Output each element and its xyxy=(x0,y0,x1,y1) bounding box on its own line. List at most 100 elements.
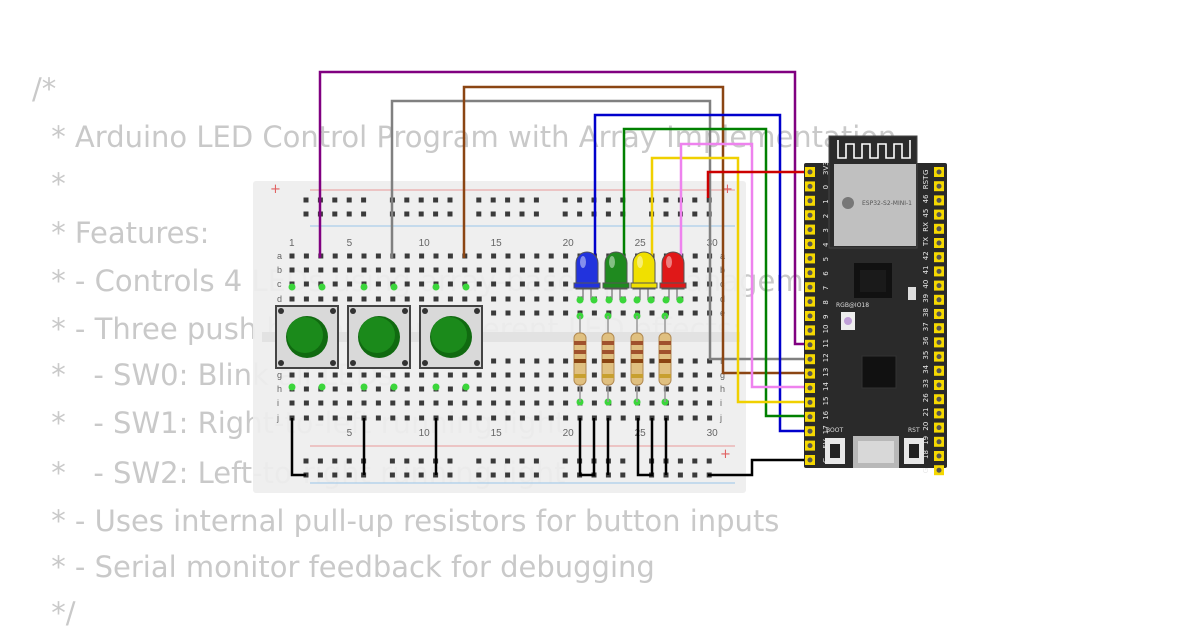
wire-gray xyxy=(390,99,808,361)
right-pin-label: RX xyxy=(922,222,930,232)
wire-violet xyxy=(679,142,808,389)
right-pin-label: 42 xyxy=(922,251,930,260)
left-pin-label: 1 xyxy=(822,199,830,203)
column-number-top: 25 xyxy=(635,238,647,249)
row-letter-right: h xyxy=(720,384,725,394)
right-pin-label: 36 xyxy=(922,336,930,345)
push-button-sw2[interactable] xyxy=(419,283,483,391)
module-label: ESP32-S2-MINI-1 xyxy=(862,200,912,207)
wire-red xyxy=(706,170,808,198)
right-pin-label: 46 xyxy=(922,194,930,203)
right-pin-label: G xyxy=(922,170,930,175)
column-number-bottom: 20 xyxy=(563,428,575,439)
led-red xyxy=(659,251,687,304)
left-pin-label: 3V3 xyxy=(822,161,830,175)
row-letter-right: j xyxy=(719,413,722,423)
left-pin-label: 10 xyxy=(822,324,830,333)
left-pin-label: 3 xyxy=(822,228,830,232)
right-pin-label: G xyxy=(922,468,930,473)
column-number-top: 1 xyxy=(289,238,295,249)
left-pin-label: 8 xyxy=(822,300,830,304)
row-letter-right: i xyxy=(720,398,722,408)
column-number-bottom: 5 xyxy=(347,428,353,439)
left-pin-label: 2 xyxy=(822,214,830,218)
code-comment-line: /* xyxy=(32,72,57,106)
right-pin-label: 40 xyxy=(922,280,930,289)
wire-blue xyxy=(593,113,808,433)
right-pin-label: 37 xyxy=(922,322,930,331)
right-pin-label: 45 xyxy=(922,209,930,218)
wire-purple xyxy=(318,70,808,346)
code-comment-line: * - Serial monitor feedback for debuggin… xyxy=(42,550,655,584)
wires xyxy=(290,70,808,477)
plus-sign-top-right: + xyxy=(722,182,733,197)
mcu-chip xyxy=(861,355,897,389)
right-pin-label: TX xyxy=(922,237,930,247)
left-pin-label: 5V xyxy=(822,439,830,448)
leds xyxy=(573,251,687,304)
column-number-bottom: 30 xyxy=(707,428,719,439)
row-letter-left: d xyxy=(277,294,282,304)
rst-label: RST xyxy=(908,427,920,434)
plus-sign-bottom-right: + xyxy=(720,447,731,462)
led-yellow xyxy=(630,251,658,304)
right-pin-label: 39 xyxy=(922,294,930,303)
row-letter-right: g xyxy=(720,370,725,380)
row-letter-left: i xyxy=(277,398,279,408)
left-pin-label: 17 xyxy=(822,425,830,434)
push-button-sw0[interactable] xyxy=(275,283,339,391)
column-number-top: 5 xyxy=(347,238,353,249)
row-letter-right: f xyxy=(720,356,723,366)
right-pin-label: 33 xyxy=(922,379,930,388)
left-pin-label: 9 xyxy=(822,315,830,319)
right-pin-label: 18 xyxy=(922,450,930,459)
left-pin-label: 16 xyxy=(822,410,830,419)
column-number-top: 30 xyxy=(707,238,719,249)
esp32-board: ESP32-S2-MINI-1 RGB@IO18 BOOT RST 3V3012… xyxy=(804,135,947,476)
right-pin-label: 41 xyxy=(922,265,930,274)
code-comment-line: * xyxy=(42,167,66,201)
left-pin-label: 0 xyxy=(822,185,830,189)
right-pin-label: 38 xyxy=(922,308,930,317)
board-pins: 3V3012345678910111213141516175VGGRST4645… xyxy=(805,161,944,476)
row-letter-left: h xyxy=(277,384,282,394)
right-pin-label: 19 xyxy=(922,436,930,445)
column-number-bottom: 25 xyxy=(635,428,647,439)
row-letter-left: c xyxy=(277,279,282,289)
left-pin-label: 4 xyxy=(822,242,830,247)
right-pin-label: 26 xyxy=(922,393,930,402)
column-number-top: 10 xyxy=(419,238,431,249)
left-pin-label: 5 xyxy=(822,257,830,261)
code-comment-line: * - Uses internal pull-up resistors for … xyxy=(42,504,780,538)
left-pin-label: 15 xyxy=(822,396,830,405)
led-blue xyxy=(573,251,601,304)
left-pin-label: 11 xyxy=(822,339,830,348)
column-number-top: 20 xyxy=(563,238,575,249)
push-buttons xyxy=(275,283,483,391)
resistor xyxy=(573,312,587,406)
right-pin-label: 35 xyxy=(922,351,930,360)
right-pin-label: 20 xyxy=(922,422,930,431)
resistors xyxy=(573,312,672,406)
left-pin-label: G xyxy=(822,458,830,463)
row-letter-left: j xyxy=(276,413,279,423)
right-pin-label: RST xyxy=(922,175,930,189)
right-pin-label: 21 xyxy=(922,407,930,416)
resistor xyxy=(601,312,615,406)
wire-green xyxy=(622,127,808,418)
right-pin-label: 34 xyxy=(922,364,930,373)
led-green xyxy=(602,251,630,304)
push-button-sw1[interactable] xyxy=(347,283,411,391)
row-letter-left: g xyxy=(277,370,282,380)
rgb-led-label: RGB@IO18 xyxy=(836,302,869,309)
left-pin-label: 12 xyxy=(822,353,830,362)
code-comment-line: * Features: xyxy=(42,216,210,250)
column-number-bottom: 10 xyxy=(419,428,431,439)
left-pin-label: 14 xyxy=(822,382,830,391)
column-number-top: 15 xyxy=(491,238,503,249)
resistor xyxy=(630,312,644,406)
resistor xyxy=(658,312,672,406)
row-letter-left: a xyxy=(277,251,282,261)
wire-gnd xyxy=(708,458,808,477)
